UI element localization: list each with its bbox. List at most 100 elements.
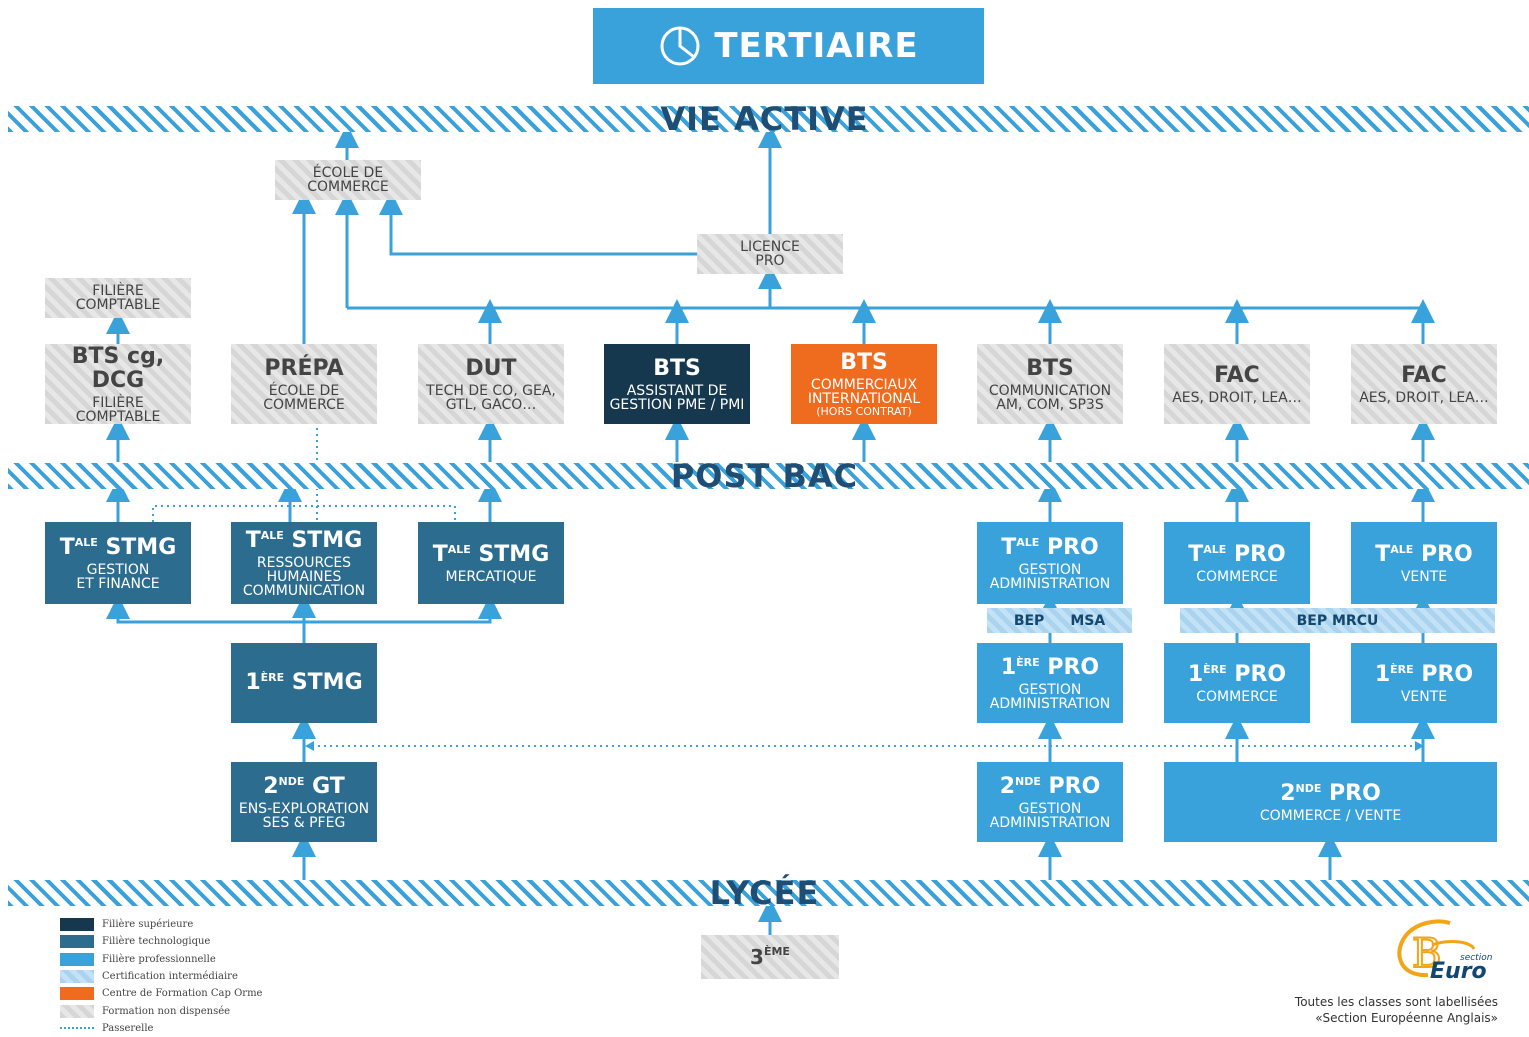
bep-mrcu-label: BEP MRCU xyxy=(1296,612,1379,629)
legend: Filière supérieure Filière technologique… xyxy=(60,916,262,1037)
premiere-pro-ga-sup: ÈRE xyxy=(1016,655,1040,669)
seconde-pro-cv-sup: NDE xyxy=(1295,781,1322,795)
band-post-bac xyxy=(8,463,1529,489)
tale-pro-commerce-sup: ALE xyxy=(1203,542,1227,556)
legend-label: Formation non dispensée xyxy=(102,1005,231,1017)
bts-cg-dcg-sub: FILIÈRE COMPTABLE xyxy=(75,394,161,425)
premiere-stmg-main: STMG xyxy=(291,670,363,695)
logo-small-text: section xyxy=(1460,953,1493,963)
legend-label: Passerelle xyxy=(102,1022,154,1034)
legend-item: Centre de Formation Cap Orme xyxy=(60,985,262,1002)
seconde-pro-ga-box: 2NDE PRO GESTION ADMINISTRATION xyxy=(977,762,1123,842)
bts-ag-pme-title: BTS xyxy=(653,355,701,381)
premiere-pro-vente-sub: VENTE xyxy=(1400,688,1448,705)
tale-stmg-rhc-main: STMG xyxy=(291,527,363,553)
seconde-pro-cv-n: 2 xyxy=(1280,780,1296,806)
legend-swatch-technologique xyxy=(60,935,94,949)
tale-stmg-merc-main: STMG xyxy=(478,541,550,567)
tale-pro-vente-box: TALE PRO VENTE xyxy=(1351,522,1497,604)
tale-pro-vente-main: PRO xyxy=(1420,541,1473,567)
ecole-commerce-label: ÉCOLE DE COMMERCE xyxy=(307,165,389,195)
tale-pro-commerce-box: TALE PRO COMMERCE xyxy=(1164,522,1310,604)
premiere-pro-vente-sup: ÈRE xyxy=(1390,662,1414,676)
fac-1-title: FAC xyxy=(1214,362,1260,388)
prepa-sub: ÉCOLE DE COMMERCE xyxy=(263,382,345,413)
fac-2-title: FAC xyxy=(1401,362,1447,388)
fac-box-1: FAC AES, DROIT, LEA… xyxy=(1164,344,1310,424)
fac-2-sub: AES, DROIT, LEA… xyxy=(1359,389,1489,406)
premiere-stmg-box: 1ÈRE STMG xyxy=(231,643,377,723)
bts-cg-dcg-box: BTS cg, DCG FILIÈRE COMPTABLE xyxy=(45,344,191,424)
tale-stmg-merc-sub: MERCATIQUE xyxy=(445,568,537,585)
seconde-pro-ga-n: 2 xyxy=(999,773,1015,799)
tale-stmg-rhc-sup: ALE xyxy=(260,528,284,542)
bep-msa-label-a: BEP xyxy=(1013,612,1045,629)
tale-stmg-rhc-box: TALE STMG RESSOURCES HUMAINES COMMUNICAT… xyxy=(231,522,377,604)
dut-title: DUT xyxy=(465,355,517,381)
bts-ci-note: (HORS CONTRAT) xyxy=(816,404,912,418)
tale-pro-ga-sub: GESTION ADMINISTRATION xyxy=(989,561,1111,592)
tale-pro-vente-sub: VENTE xyxy=(1400,568,1448,585)
tale-pro-commerce-main: PRO xyxy=(1233,541,1286,567)
pie-chart-icon xyxy=(660,26,700,66)
premiere-stmg-sup: ÈRE xyxy=(260,671,285,684)
legend-item: Passerelle xyxy=(60,1020,262,1037)
footnote-line-1: Toutes les classes sont labellisées xyxy=(1294,995,1498,1009)
legend-label: Filière technologique xyxy=(102,936,211,948)
tale-stmg-gf-box: TALE STMG GESTION ET FINANCE xyxy=(45,522,191,604)
legend-item: Certification intermédiaire xyxy=(60,968,262,985)
tale-stmg-gf-sup: ALE xyxy=(74,535,98,549)
bep-mrcu-box: BEP MRCU xyxy=(1180,608,1495,633)
troisieme-n: 3 xyxy=(750,945,764,969)
filiere-comptable-label: FILIÈRE COMPTABLE xyxy=(75,283,161,313)
tale-pro-vente-t: T xyxy=(1375,541,1391,567)
seconde-gt-main: GT xyxy=(312,773,345,799)
tale-pro-vente-sup: ALE xyxy=(1390,542,1414,556)
licence-pro-box: LICENCE PRO xyxy=(697,234,843,274)
tale-stmg-merc-t: T xyxy=(432,541,448,567)
premiere-pro-vente-main: PRO xyxy=(1421,661,1474,687)
page-title: TERTIAIRE xyxy=(593,8,984,84)
legend-item: Filière technologique xyxy=(60,933,262,950)
bts-communication-box: BTS COMMUNICATION AM, COM, SP3S xyxy=(977,344,1123,424)
premiere-pro-ga-sub: GESTION ADMINISTRATION xyxy=(989,681,1111,712)
bts-ag-pme-sub: ASSISTANT DE GESTION PME / PMI xyxy=(609,382,745,413)
band-vie-active xyxy=(8,106,1529,132)
legend-swatch-professionnelle xyxy=(60,952,94,966)
bts-communication-sub: COMMUNICATION AM, COM, SP3S xyxy=(988,382,1112,413)
seconde-gt-sub: ENS-EXPLORATION SES & PFEG xyxy=(238,800,370,831)
dut-box: DUT TECH DE CO, GEA, GTL, GACO… xyxy=(418,344,564,424)
legend-swatch-passerelle xyxy=(60,1027,94,1030)
legend-label: Centre de Formation Cap Orme xyxy=(102,988,263,1000)
fac-box-2: FAC AES, DROIT, LEA… xyxy=(1351,344,1497,424)
bts-ci-box: BTS COMMERCIAUX INTERNATIONAL (HORS CONT… xyxy=(791,344,937,424)
tale-pro-commerce-sub: COMMERCE xyxy=(1196,568,1278,585)
seconde-pro-cv-sub: COMMERCE / VENTE xyxy=(1259,807,1402,824)
bts-ag-pme-box: BTS ASSISTANT DE GESTION PME / PMI xyxy=(604,344,750,424)
licence-pro-label: LICENCE PRO xyxy=(740,239,800,269)
seconde-pro-ga-sup: NDE xyxy=(1015,774,1041,788)
premiere-pro-commerce-sup: ÈRE xyxy=(1203,662,1227,676)
tale-stmg-rhc-sub: RESSOURCES HUMAINES COMMUNICATION xyxy=(242,554,366,599)
dut-sub: TECH DE CO, GEA, GTL, GACO… xyxy=(426,382,556,413)
legend-swatch-certification xyxy=(60,970,94,984)
tale-stmg-merc-box: TALE STMG MERCATIQUE xyxy=(418,522,564,604)
legend-item: Filière supérieure xyxy=(60,916,262,933)
filiere-comptable-box: FILIÈRE COMPTABLE xyxy=(45,278,191,318)
legend-label: Filière supérieure xyxy=(102,919,194,931)
premiere-pro-commerce-box: 1ÈRE PRO COMMERCE xyxy=(1164,643,1310,723)
seconde-pro-ga-main: PRO xyxy=(1048,773,1101,799)
tale-stmg-merc-sup: ALE xyxy=(447,542,471,556)
seconde-gt-box: 2NDE GT ENS-EXPLORATION SES & PFEG xyxy=(231,762,377,842)
troisieme-box: 3ÈME xyxy=(701,935,839,979)
logo-letter: B xyxy=(1412,931,1441,977)
bts-communication-title: BTS xyxy=(1026,355,1074,381)
seconde-gt-sup: NDE xyxy=(278,774,305,788)
legend-swatch-cap-orme xyxy=(60,987,94,1001)
troisieme-sup: ÈME xyxy=(763,945,790,958)
prepa-box: PRÉPA ÉCOLE DE COMMERCE xyxy=(231,344,377,424)
premiere-pro-commerce-main: PRO xyxy=(1234,661,1287,687)
premiere-stmg-n: 1 xyxy=(245,670,261,695)
tale-pro-ga-main: PRO xyxy=(1046,534,1099,560)
